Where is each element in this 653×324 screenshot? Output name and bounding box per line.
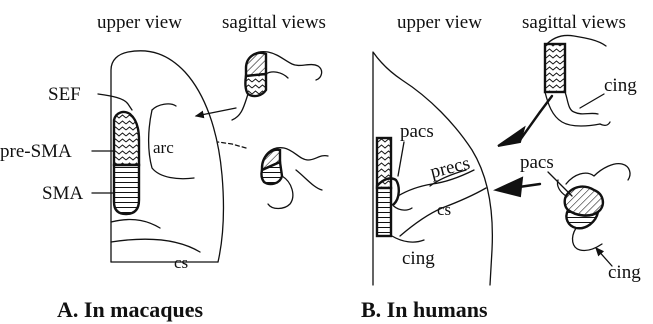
macaque-cs-label: cs	[174, 253, 188, 272]
human-cing-line	[392, 236, 424, 242]
panel-b-sagittal-views-heading: sagittal views	[522, 12, 626, 33]
macaque-arrow-1	[196, 108, 236, 116]
human-mesial-areas	[377, 138, 412, 236]
macaque-sagittal-view-1	[232, 52, 322, 120]
macaque-mesial-areas	[98, 94, 139, 214]
human-sma-region	[377, 188, 391, 236]
cing-bottom-label: cing	[608, 262, 641, 283]
human-cs-label: cs	[437, 200, 451, 219]
macaque-arrow-2	[218, 142, 246, 148]
panel-b: upper view sagittal views pacs precs cs …	[361, 12, 641, 322]
pre-sma-region	[114, 112, 139, 165]
pre-sma-label: pre-SMA	[0, 141, 72, 162]
pacs-right-leader	[548, 172, 572, 196]
cing-bottom-arrow	[596, 248, 612, 266]
cing-top-label: cing	[604, 75, 637, 96]
panel-a: upper view sagittal views SEF pre-SMA SM…	[0, 12, 328, 322]
sef-leader	[98, 94, 132, 110]
pacs-upper-label: pacs	[400, 121, 434, 142]
human-sagittal-view-1	[545, 35, 610, 126]
sma-region	[114, 165, 139, 214]
pacs-right-label: pacs	[520, 152, 554, 173]
human-sagittal-view-2	[557, 164, 630, 251]
cing-lower-label: cing	[402, 248, 435, 269]
arc-label: arc	[153, 138, 174, 157]
human-arrow-2	[496, 178, 540, 196]
sma-label: SMA	[42, 183, 83, 204]
panel-b-upper-view-heading: upper view	[397, 12, 482, 33]
macaque-arcuate-spur	[152, 104, 176, 110]
panel-a-sagittal-views-heading: sagittal views	[222, 12, 326, 33]
macaque-sagittal-view-2	[261, 148, 328, 209]
cing-top-leader	[580, 94, 604, 108]
panel-a-upper-view-heading: upper view	[97, 12, 182, 33]
sef-label: SEF	[48, 84, 81, 105]
pacs-leader	[398, 142, 404, 176]
panel-a-caption: A. In macaques	[57, 297, 204, 322]
precs-label: precs	[428, 153, 472, 183]
human-arrow-1	[498, 96, 552, 146]
panel-b-caption: B. In humans	[361, 297, 488, 322]
